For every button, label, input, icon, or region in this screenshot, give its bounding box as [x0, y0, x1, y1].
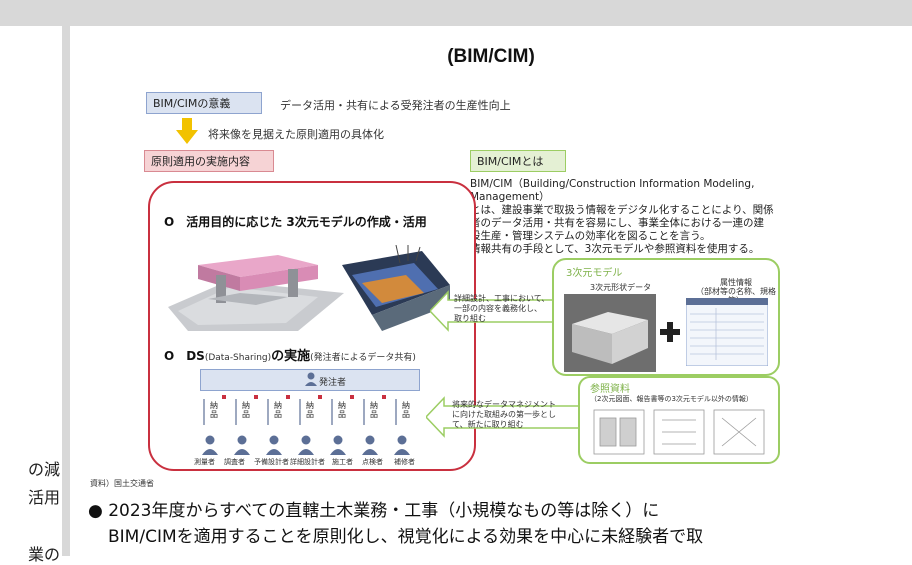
source-note: 資料）国土交通省	[90, 479, 154, 488]
principle-tag-text: 原則適用の実施内容	[151, 155, 250, 168]
reference-panel: 参照資料 （2次元図面、報告書等の3次元モデル以外の情報）	[578, 376, 780, 464]
desc-line: Management）	[470, 191, 550, 203]
principle-tag: 原則適用の実施内容	[144, 150, 274, 172]
significance-tag-text: BIM/CIMの意義	[153, 97, 231, 110]
desc-line: とは、建設事業で取扱う情報をデジタル化することにより、関係	[470, 204, 774, 216]
role-label: 詳細設計者	[290, 458, 325, 466]
role-label: 点検者	[362, 458, 383, 466]
what-is-tag-text: BIM/CIMとは	[477, 155, 544, 168]
callout-2-line: 将来的なデータマネジメント	[452, 400, 556, 409]
delivery-row: 納品 納品 納品 納品 納品 納品 納品	[200, 395, 430, 435]
item-data-sharing: O DS(Data-Sharing)の実施(発注者によるデータ共有)	[164, 345, 416, 364]
ground-scan-illustration	[342, 245, 450, 331]
plus-icon	[660, 322, 680, 342]
deliver-label-7: 納品	[402, 401, 410, 419]
callout-1-line: 一部の内容を義務化し、	[454, 304, 542, 313]
callout-1-line: 取り組む	[454, 314, 486, 323]
deliver-label-4: 納品	[306, 401, 314, 419]
item2-suffix: (発注者によるデータ共有)	[310, 353, 416, 363]
deliver-label-6: 納品	[370, 401, 378, 419]
deliver-label-1: 納品	[210, 401, 218, 419]
callout-arrow-2	[426, 396, 580, 438]
bullet-line-2: BIM/CIMを適用することを原則化し、視覚化による効果を中心に未経験者で取	[108, 527, 704, 547]
orderer-bar: 発注者	[200, 369, 420, 391]
left-fragment-1: の減	[28, 460, 61, 479]
attribute-table-illustration	[686, 298, 768, 366]
shape-data-label: 3次元形状データ	[590, 283, 652, 292]
callout-2-text: 将来的なデータマネジメント に向けた取組みの第一歩とし て、新たに取り組む	[452, 400, 556, 430]
model-3d-tag: 3次元モデル	[566, 268, 623, 279]
model-3d-panel: 3次元モデル 3次元形状データ 属性情報 （部材等の名称、規格等）	[552, 258, 780, 376]
callout-2-line: て、新たに取り組む	[452, 420, 524, 429]
desc-line: BIM/CIM（Building/Construction Informatio…	[470, 178, 755, 190]
deliver-label-2: 納品	[242, 401, 250, 419]
callout-arrow-1	[430, 290, 560, 332]
deliver-label-5: 納品	[338, 401, 346, 419]
left-text-pane: の減 活用 業の	[0, 26, 62, 564]
left-fragment-2: 活用	[28, 488, 61, 507]
shape-model-illustration	[564, 294, 656, 372]
reference-drawings-illustration	[593, 409, 765, 455]
pane-divider	[62, 26, 70, 556]
deliver-label-3: 納品	[274, 401, 282, 419]
callout-1-line: 詳細設計、工事において、	[454, 294, 550, 303]
role-label: 予備設計者	[254, 458, 289, 466]
bullet-line-1: ● 2023年度からすべての直轄土木業務・工事（小規模なもの等は除く）に	[88, 501, 660, 521]
item2-main: の実施	[271, 349, 311, 364]
item2-paren: (Data-Sharing)	[204, 353, 272, 363]
top-border	[0, 0, 912, 26]
future-text: 将来像を見据えた原則適用の具体化	[208, 128, 384, 141]
principle-content-panel: O 活用目的に応じた 3次元モデルの作成・活用 O DS(Data-Sharin…	[148, 181, 476, 471]
role-labels: 測量者 調査者 予備設計者 詳細設計者 施工者 点検者 補修者	[194, 457, 434, 469]
callout-2-line: に向けた取組みの第一歩とし	[452, 410, 556, 419]
down-arrow-icon	[176, 118, 198, 144]
reference-subtitle: （2次元図面、報告書等の3次元モデル以外の情報）	[590, 395, 753, 403]
figure-title: (BIM/CIM)	[447, 46, 535, 67]
item-3d-model: O 活用目的に応じた 3次元モデルの作成・活用	[164, 215, 427, 229]
desc-line: 情報共有の手段として、3次元モデルや参照資料を使用する。	[470, 243, 760, 255]
what-is-description: BIM/CIM（Building/Construction Informatio…	[470, 178, 790, 256]
figure-panel: (BIM/CIM) BIM/CIMの意義 データ活用・共有による受発注者の生産性…	[70, 26, 912, 556]
desc-line: 設生産・管理システムの効率化を図ることを言う。	[470, 230, 711, 242]
attr-info-line: 属性情報	[720, 278, 752, 287]
role-label: 施工者	[332, 458, 353, 466]
significance-text: データ活用・共有による受発注者の生産性向上	[280, 99, 511, 112]
what-is-tag: BIM/CIMとは	[470, 150, 566, 172]
orderer-label: 発注者	[319, 378, 347, 388]
role-label: 補修者	[394, 458, 415, 466]
callout-1-text: 詳細設計、工事において、 一部の内容を義務化し、 取り組む	[454, 294, 549, 324]
significance-tag: BIM/CIMの意義	[146, 92, 262, 114]
role-label: 測量者	[194, 458, 215, 466]
item2-prefix: O DS	[164, 349, 205, 363]
delivery-arrows	[203, 395, 397, 425]
desc-line: 者のデータ活用・共有を容易にし、事業全体における一連の建	[470, 217, 764, 229]
left-fragment-3: 業の	[28, 545, 61, 564]
stakeholder-people	[202, 435, 410, 455]
reference-tag: 参照資料	[590, 384, 630, 395]
model-illustration	[168, 255, 344, 331]
role-label: 調査者	[224, 458, 245, 466]
orderer-person-icon	[305, 372, 317, 386]
